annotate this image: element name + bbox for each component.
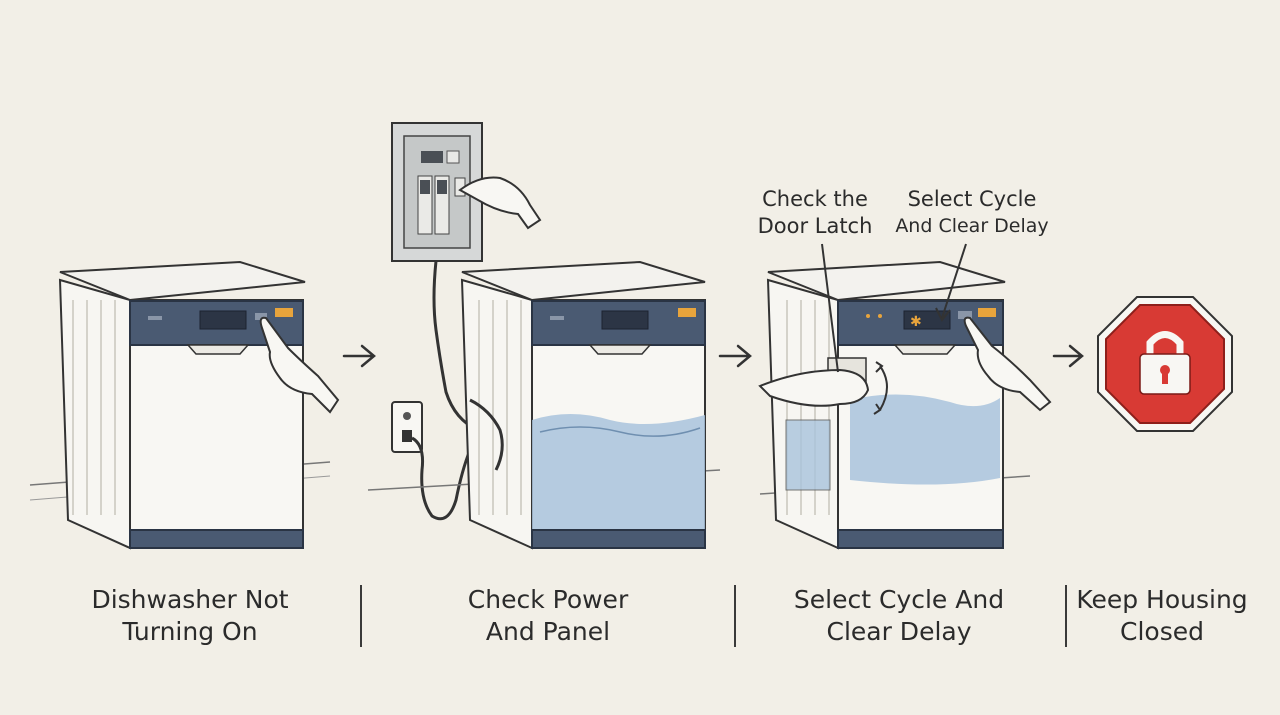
divider	[734, 585, 736, 647]
callout-select-cycle: Select Cycle And Clear Delay	[892, 186, 1052, 240]
stop-sign-icon	[1097, 296, 1233, 432]
step-caption-2: Check Power And Panel	[467, 585, 629, 646]
dishwasher-3: ✱	[758, 260, 1052, 550]
dishwasher-1	[29, 260, 340, 550]
step-caption-1: Dishwasher Not Turning On	[91, 585, 289, 646]
svg-text:✱: ✱	[910, 314, 922, 330]
divider	[1065, 585, 1067, 647]
hand-icon	[259, 316, 340, 414]
callout-leaders	[821, 243, 967, 373]
dishwasher-2	[367, 260, 721, 550]
arrow-right-icon	[718, 344, 752, 368]
callout-door-latch: Check the Door Latch	[757, 187, 873, 238]
padlock-icon	[1139, 331, 1191, 395]
callout-select-cycle-title: Select Cycle	[907, 187, 1037, 211]
divider	[360, 585, 362, 647]
step-caption-4: Keep Housing Closed	[1076, 585, 1248, 646]
breaker-panel	[391, 122, 542, 432]
callout-select-cycle-sub: And Clear Delay	[895, 215, 1049, 237]
arrow-right-icon	[342, 344, 376, 368]
step-caption-3: Select Cycle And Clear Delay	[793, 585, 1005, 646]
arrow-right-icon	[1052, 344, 1084, 368]
wall-outlet	[391, 401, 472, 521]
